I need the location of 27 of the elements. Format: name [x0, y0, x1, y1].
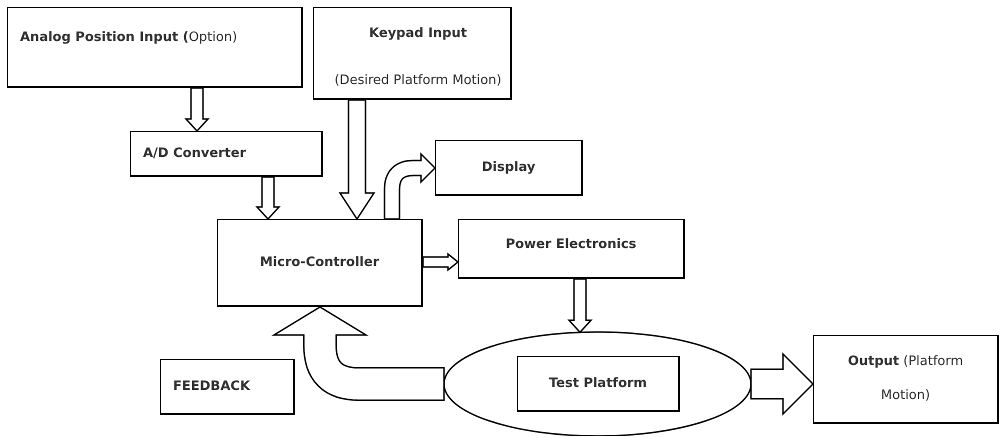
block-arrow: [255, 176, 281, 220]
block-arrow: [750, 352, 814, 416]
block-box: [458, 219, 685, 279]
block-box: [7, 7, 303, 88]
block-box: [217, 219, 423, 307]
box-label: Display: [482, 158, 536, 177]
box-label: (Desired Platform Motion): [334, 72, 502, 90]
block-box: [517, 356, 680, 412]
box-label: FEEDBACK: [173, 378, 250, 396]
block-arrow: [271, 306, 445, 401]
box-label: Keypad Input: [369, 25, 467, 43]
block-box: [435, 140, 583, 196]
block-arrow: [422, 252, 460, 272]
box-label: Analog Position Input (Option): [20, 29, 238, 47]
block-arrow: [567, 278, 593, 334]
block-box: [313, 7, 512, 100]
box-label: Micro-Controller: [260, 254, 380, 272]
block-arrow: [338, 99, 376, 220]
block-box: [130, 131, 323, 177]
block-arrow: [384, 152, 436, 220]
box-label: A/D Converter: [143, 144, 246, 163]
box-label: Power Electronics: [506, 236, 636, 254]
box-label: Output (Platform Motion): [846, 353, 964, 405]
box-label: Test Platform: [549, 374, 647, 393]
block-arrow: [184, 87, 210, 132]
block-box: [160, 359, 295, 415]
block-box: [813, 335, 999, 424]
